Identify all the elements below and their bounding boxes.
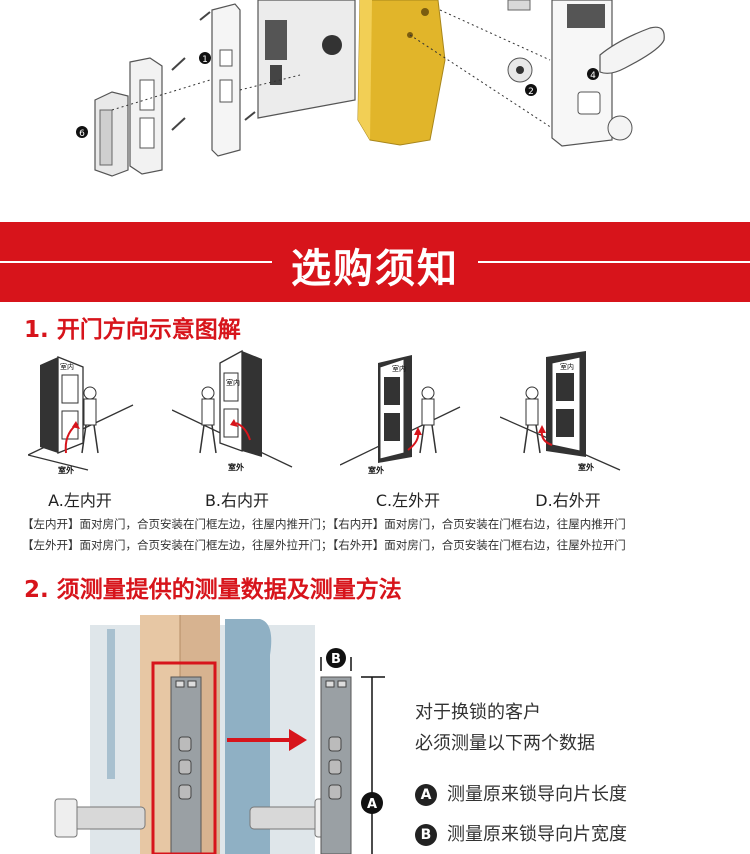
dimension-marker-b: B (331, 652, 341, 667)
door-note-inward: 【左内开】面对房门，合页安装在门框左边，往屋内推开门；【右内开】面对房门，合页安… (22, 517, 626, 531)
measure-intro-line1: 对于换锁的客户 (415, 702, 541, 723)
notice-banner: 选购须知 (0, 222, 750, 302)
section1-title: 1. 开门方向示意图解 (24, 317, 241, 343)
section2-title: 2. 须测量提供的测量数据及测量方法 (24, 577, 402, 603)
outdoor-label: 室外 (368, 465, 384, 475)
door-diagram-left-outward: 室内 室外 (339, 345, 490, 475)
door-diagram-right-outward: 室内 室外 (499, 345, 650, 475)
lock-parts-illustration: 1 2 4 6 (76, 0, 665, 177)
dimension-marker-a: A (367, 797, 377, 812)
banner-rule-right (478, 261, 750, 263)
outdoor-label: 室外 (228, 462, 244, 472)
measure-item-a: A 测量原来锁导向片长度 (415, 780, 627, 806)
banner-rule-left (0, 261, 272, 263)
door-option-label-c: C.左外开 (375, 491, 441, 510)
door-option-label-b: B.右内开 (204, 491, 270, 510)
banner-title: 选购须知 (291, 246, 459, 292)
marker-a-badge: A (415, 784, 437, 806)
part-number-1: 1 (202, 55, 208, 65)
part-number-6: 6 (79, 129, 85, 139)
outdoor-label: 室外 (578, 462, 594, 472)
door-option-label-d: D.右外开 (535, 491, 601, 510)
part-number-2: 2 (528, 87, 534, 97)
measure-intro-line2: 必须测量以下两个数据 (415, 733, 595, 754)
marker-b-badge: B (415, 824, 437, 846)
measure-item-b: B 测量原来锁导向片宽度 (415, 820, 627, 846)
door-diagram-right-inward: 室内 室外 (171, 345, 322, 475)
measurement-diagram: B A 对于换锁的客户 必须测量以下两个数据 A 测量原来锁导向片长度 B 测量原来… (45, 615, 750, 854)
part-number-4: 4 (590, 71, 596, 81)
outdoor-label: 室外 (58, 465, 74, 475)
door-note-outward: 【左外开】面对房门，合页安装在门框左边，往屋外拉开门；【右外开】面对房门，合页安… (22, 538, 626, 552)
lock-exploded-diagram: 1 2 4 6 (0, 0, 750, 185)
door-option-label-a: A.左内开 (48, 491, 112, 510)
indoor-label: 室内 (60, 362, 74, 371)
indoor-label: 室内 (560, 362, 574, 371)
indoor-label: 室内 (392, 364, 406, 373)
measure-item-b-text: 测量原来锁导向片宽度 (447, 824, 627, 845)
indoor-label: 室内 (226, 378, 240, 387)
measure-item-a-text: 测量原来锁导向片长度 (447, 784, 627, 805)
door-diagram-left-inward: 室内 室外 (27, 345, 178, 475)
